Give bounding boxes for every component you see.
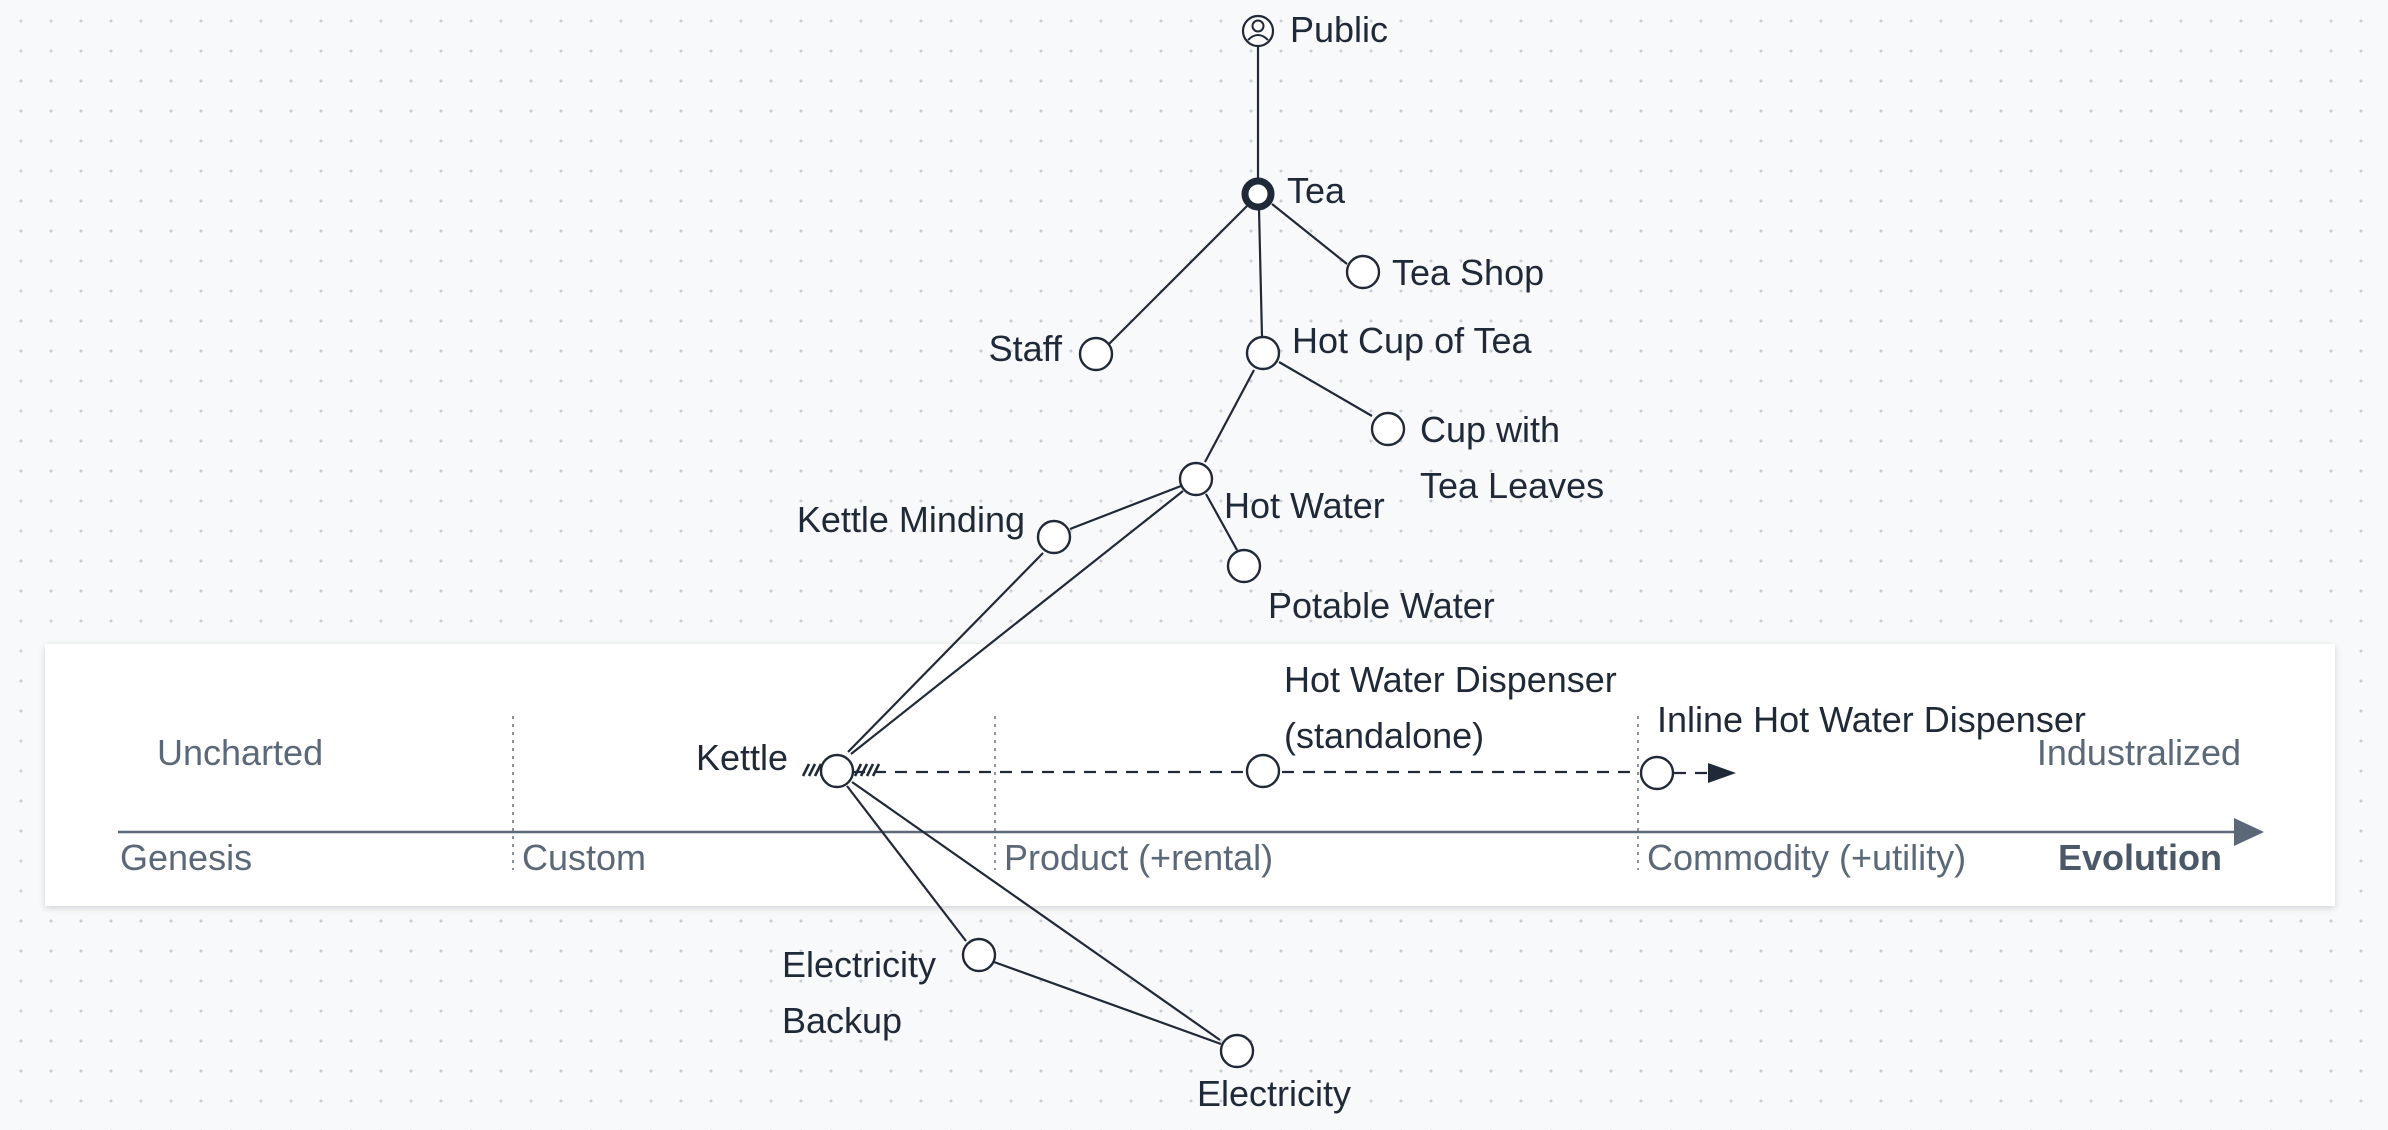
- link-hot-water-kettle-minding: [1069, 484, 1182, 531]
- stage-label-product: Product (+rental): [1004, 837, 1273, 878]
- hot-water-dispenser-line: (standalone): [1284, 715, 1484, 756]
- evolution-axis-label: Evolution: [2058, 837, 2222, 878]
- link-kettle-electricity-backup: [846, 785, 967, 942]
- link-kettle-electricity: [851, 781, 1221, 1041]
- industrialized-label: Industralized: [2037, 732, 2241, 773]
- node-label-electricity: Electricity: [1197, 1073, 1351, 1114]
- component-marker: [1245, 335, 1281, 371]
- stage-label-custom: Custom: [522, 837, 646, 878]
- node-hot-water-dispenser-standalone[interactable]: Hot Water Dispenser (standalone): [1245, 659, 1627, 789]
- component-marker: [1219, 1033, 1255, 1069]
- component-marker: [961, 937, 997, 973]
- electricity-backup-line: Electricity: [782, 944, 936, 985]
- link-hot-cup-cup-leaves: [1278, 361, 1373, 417]
- cup-with-tea-leaves-line: Tea Leaves: [1420, 465, 1604, 506]
- uncharted-label: Uncharted: [157, 732, 323, 773]
- evolution-axis-arrowhead: [2234, 818, 2264, 846]
- link-tea-tea-shop: [1271, 203, 1348, 265]
- node-label-kettle-minding: Kettle Minding: [797, 499, 1025, 540]
- node-public[interactable]: Public: [1241, 9, 1388, 50]
- cup-with-tea-leaves-line: Cup with: [1420, 409, 1560, 450]
- node-tea[interactable]: Tea: [1241, 170, 1346, 211]
- node-label-tea: Tea: [1287, 170, 1346, 211]
- node-electricity[interactable]: Electricity: [1197, 1033, 1351, 1114]
- links-layer: [846, 46, 1373, 1046]
- node-cup-with-tea-leaves[interactable]: Cup with Tea Leaves: [1370, 409, 1604, 506]
- link-hot-cup-hot-water: [1204, 369, 1255, 463]
- stage-label-commodity: Commodity (+utility): [1647, 837, 1966, 878]
- component-marker: [1345, 254, 1381, 290]
- node-kettle-minding[interactable]: Kettle Minding: [797, 499, 1072, 555]
- node-label-staff: Staff: [989, 328, 1063, 369]
- evolution-axis-panel: [45, 644, 2335, 906]
- component-marker: [819, 753, 855, 789]
- link-tea-staff: [1106, 205, 1248, 347]
- node-label-tea-shop: Tea Shop: [1392, 252, 1544, 293]
- component-marker: [1078, 336, 1114, 372]
- node-hot-cup-of-tea[interactable]: Hot Cup of Tea: [1245, 320, 1532, 371]
- component-marker: [1178, 461, 1214, 497]
- kettle-inertia-marks: [801, 763, 881, 777]
- component-marker: [1036, 519, 1072, 555]
- node-label-potable-water: Potable Water: [1268, 585, 1495, 626]
- component-marker: [1639, 755, 1675, 791]
- node-kettle[interactable]: Kettle: [696, 737, 855, 789]
- anchor-marker: [1241, 177, 1275, 211]
- node-label-kettle: Kettle: [696, 737, 788, 778]
- node-label-hot-water-dispenser: Hot Water Dispenser (standalone): [1284, 659, 1627, 756]
- node-hot-water[interactable]: Hot Water: [1178, 461, 1385, 526]
- node-label-public: Public: [1290, 9, 1388, 50]
- node-label-hot-water: Hot Water: [1224, 485, 1385, 526]
- evolution-layer: [853, 763, 1736, 783]
- node-inline-hot-water-dispenser[interactable]: Inline Hot Water Dispenser: [1639, 699, 2086, 791]
- link-electricity-backup-electricity: [993, 960, 1222, 1046]
- component-marker: [1226, 548, 1262, 584]
- node-electricity-backup[interactable]: Electricity Backup: [782, 937, 997, 1041]
- node-label-cup-with-tea-leaves: Cup with Tea Leaves: [1420, 409, 1604, 506]
- node-label-electricity-backup: Electricity Backup: [782, 944, 946, 1041]
- node-potable-water[interactable]: Potable Water: [1226, 548, 1495, 626]
- stage-label-genesis: Genesis: [120, 837, 252, 878]
- link-tea-hot-cup: [1257, 208, 1264, 338]
- link-kettle-minding-kettle: [847, 552, 1044, 753]
- hot-water-dispenser-line: Hot Water Dispenser: [1284, 659, 1617, 700]
- component-marker: [1370, 411, 1406, 447]
- component-marker: [1245, 753, 1281, 789]
- node-staff[interactable]: Staff: [989, 328, 1114, 372]
- evolve-arrowhead: [1708, 763, 1736, 783]
- node-tea-shop[interactable]: Tea Shop: [1345, 252, 1544, 293]
- node-label-inline-hot-water-dispenser: Inline Hot Water Dispenser: [1657, 699, 2086, 740]
- node-label-hot-cup-of-tea: Hot Cup of Tea: [1292, 320, 1532, 361]
- link-hot-water-potable-water: [1205, 493, 1238, 551]
- electricity-backup-line: Backup: [782, 1000, 902, 1041]
- link-hot-water-kettle: [850, 490, 1184, 755]
